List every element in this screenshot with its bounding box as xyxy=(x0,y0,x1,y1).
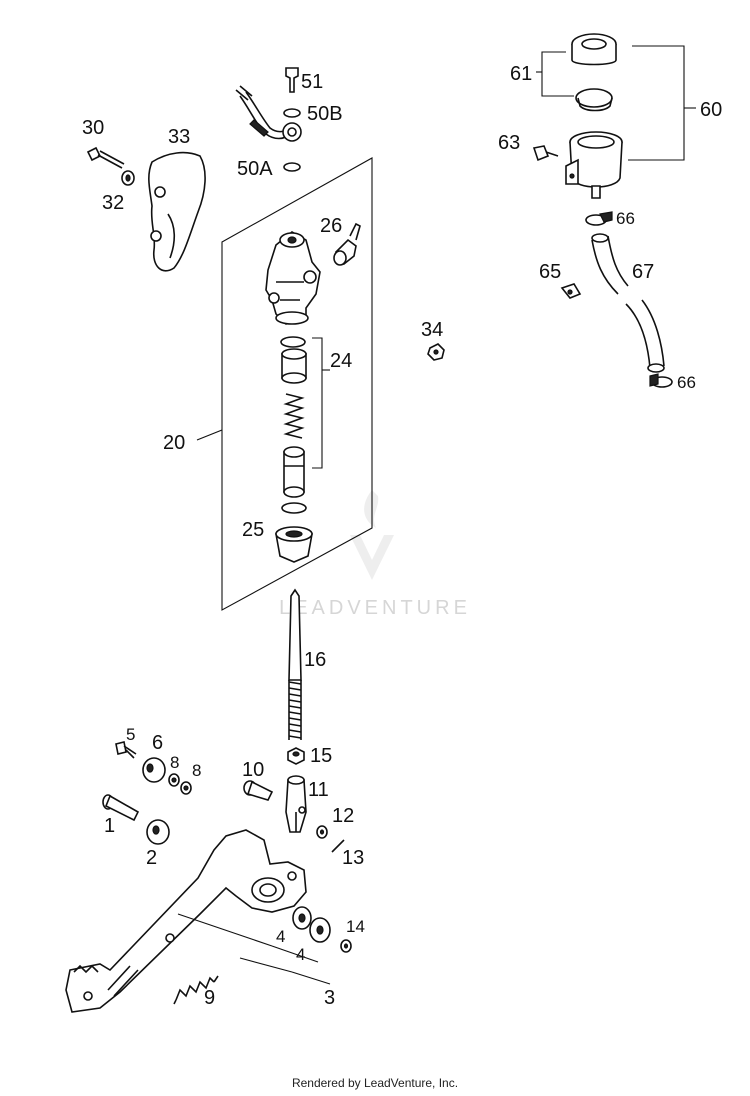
label-26: 26 xyxy=(320,215,342,237)
label-15: 15 xyxy=(310,745,332,767)
part-34-nut xyxy=(427,343,445,361)
part-13-cotter-pin xyxy=(331,839,345,853)
part-33-guard xyxy=(148,151,206,272)
part-25-boot xyxy=(275,526,313,563)
label-6: 6 xyxy=(152,732,163,754)
label-34: 34 xyxy=(421,319,443,341)
watermark-text: LEADVENTURE xyxy=(279,597,471,619)
part-3-brake-pedal xyxy=(65,829,307,1013)
part-15-nut xyxy=(287,747,305,765)
callout-lines-3-4 xyxy=(177,913,331,985)
label-20: 20 xyxy=(163,432,185,454)
label-4a: 4 xyxy=(276,927,285,946)
label-24: 24 xyxy=(330,350,352,372)
label-50a: 50A xyxy=(237,158,273,180)
part-10-pin xyxy=(243,780,274,801)
label-8b: 8 xyxy=(192,761,201,780)
part-26-elbow xyxy=(333,222,361,266)
banjo-bolt-assembly xyxy=(235,67,302,172)
label-5: 5 xyxy=(126,725,135,744)
label-50b: 50B xyxy=(307,103,343,125)
part-67-hose xyxy=(591,233,665,373)
reservoir-brackets xyxy=(536,45,696,161)
part-24-piston-kit xyxy=(280,336,330,514)
part-65-clip xyxy=(560,283,582,299)
label-66-top: 66 xyxy=(616,209,635,228)
label-8a: 8 xyxy=(170,753,179,772)
label-4b: 4 xyxy=(296,945,305,964)
label-32: 32 xyxy=(102,192,124,214)
label-13: 13 xyxy=(342,847,364,869)
label-30: 30 xyxy=(82,117,104,139)
part-11-clevis xyxy=(285,775,307,833)
master-cylinder-frame xyxy=(196,157,373,611)
label-25: 25 xyxy=(242,519,264,541)
part-9-spring xyxy=(173,975,219,1005)
label-16: 16 xyxy=(304,649,326,671)
part-4-bushing-b xyxy=(309,917,331,943)
label-33: 33 xyxy=(168,126,190,148)
part-14-washer xyxy=(340,939,352,953)
callout-labels: 51 50B 50A 30 33 32 26 24 20 25 34 61 60… xyxy=(82,63,722,1009)
label-60: 60 xyxy=(700,99,722,121)
part-8-nut-a xyxy=(168,773,180,787)
label-63: 63 xyxy=(498,132,520,154)
watermark-logo xyxy=(350,490,394,580)
label-9: 9 xyxy=(204,987,215,1009)
part-61-cap xyxy=(571,33,617,112)
master-cylinder-body xyxy=(265,231,321,325)
label-51: 51 xyxy=(301,71,323,93)
label-14: 14 xyxy=(346,917,365,936)
part-4-bushing-a xyxy=(292,906,312,930)
label-3: 3 xyxy=(324,987,335,1009)
part-30-screw xyxy=(86,146,125,169)
label-2: 2 xyxy=(146,847,157,869)
label-1: 1 xyxy=(104,815,115,837)
part-32-washer xyxy=(121,170,135,186)
part-66-clamp-bottom xyxy=(649,373,673,388)
part-8-nut-b xyxy=(180,781,192,795)
label-11: 11 xyxy=(308,779,329,801)
part-60-reservoir xyxy=(565,131,623,199)
part-6-spacer xyxy=(142,757,166,783)
part-12-washer xyxy=(316,825,328,839)
part-63-screw xyxy=(532,145,559,162)
footer-credit: Rendered by LeadVenture, Inc. xyxy=(291,1076,459,1090)
label-12: 12 xyxy=(332,805,354,827)
part-5-bolt xyxy=(115,741,137,759)
part-16-push-rod xyxy=(288,588,302,740)
label-67: 67 xyxy=(632,261,654,283)
part-2-spacer xyxy=(146,819,170,845)
part-66-clamp-top xyxy=(585,211,613,226)
label-66-bottom: 66 xyxy=(677,373,696,392)
label-10: 10 xyxy=(242,759,264,781)
label-61: 61 xyxy=(510,63,532,85)
part-1-bolt xyxy=(102,794,140,822)
label-65: 65 xyxy=(539,261,561,283)
